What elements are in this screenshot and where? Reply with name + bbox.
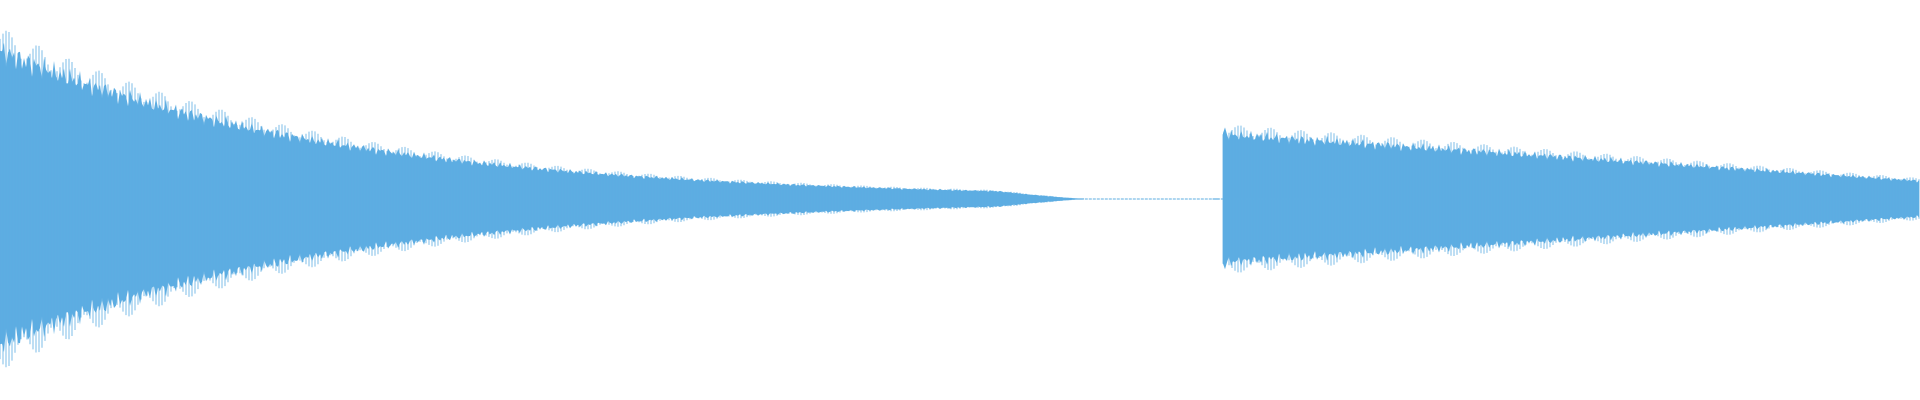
waveform-group: [0, 30, 1920, 368]
waveform-region-1: [0, 42, 1084, 353]
waveform-region-1-samples: [0, 30, 1075, 368]
